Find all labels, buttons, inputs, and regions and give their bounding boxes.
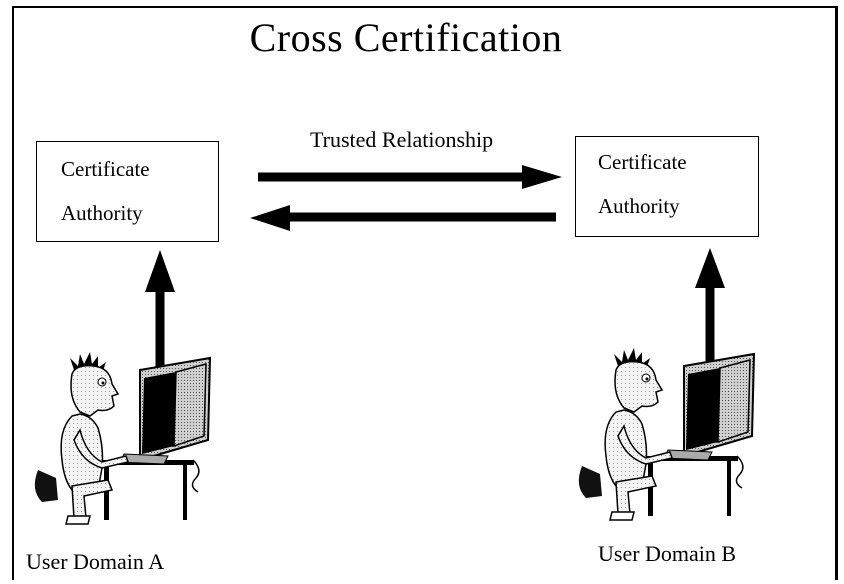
trusted-relationship-label: Trusted Relationship <box>310 127 494 152</box>
certificate-authority-a: Certificate Authority <box>36 141 219 242</box>
diagram-frame <box>12 6 838 580</box>
arrow-domain-b-to-ca <box>695 248 725 366</box>
ca-a-label-line1: Certificate <box>61 157 150 181</box>
user-at-computer-icon <box>577 347 755 521</box>
ca-b-label-line1: Certificate <box>598 150 687 174</box>
trust-arrow-b-to-a <box>250 205 556 231</box>
ca-a-label-line2: Authority <box>61 201 143 225</box>
trust-arrow-a-to-b <box>258 165 562 189</box>
diagram-title: Cross Certification <box>249 15 563 60</box>
certificate-authority-b: Certificate Authority <box>575 136 759 237</box>
ca-b-label-line2: Authority <box>598 194 680 218</box>
user-at-computer-icon <box>33 351 211 525</box>
user-domain-a-label: User Domain A <box>26 549 165 574</box>
user-domain-b-label: User Domain B <box>598 541 737 566</box>
arrow-domain-a-to-ca <box>145 250 175 370</box>
